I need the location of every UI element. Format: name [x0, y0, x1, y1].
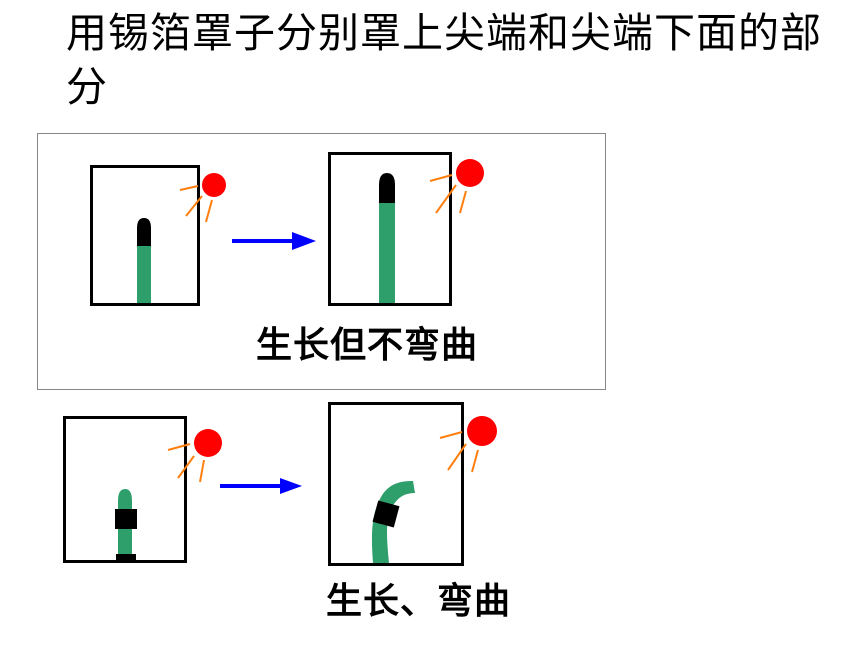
box-row2-before [63, 416, 187, 563]
coleoptile-stem-bent [371, 481, 415, 563]
sun-icon [179, 173, 226, 223]
foil-band-below-tip [115, 509, 137, 529]
box-row1-after [328, 152, 452, 306]
coleoptile-stem [137, 240, 151, 303]
slide-title: 用锡箔罩子分别罩上尖端和尖端下面的部分 [66, 9, 822, 111]
foil-band-below-tip [372, 500, 400, 528]
foil-cap-tip [379, 173, 395, 203]
arrow-right-icon [232, 232, 316, 250]
foil-cap-tip [137, 218, 151, 246]
coleoptile-stem [379, 195, 395, 303]
box-row1-before [90, 165, 200, 306]
sun-icon [167, 429, 222, 483]
caption-grows-and-bends: 生长、弯曲 [326, 581, 512, 622]
sun-icon [439, 416, 497, 473]
foil-band-base [116, 554, 136, 560]
box-row2-after [328, 402, 464, 566]
sun-icon [429, 159, 484, 214]
arrow-right-icon [220, 478, 302, 494]
experiment-panel-tip-covered [37, 133, 606, 390]
caption-grows-not-bent: 生长但不弯曲 [256, 325, 479, 366]
